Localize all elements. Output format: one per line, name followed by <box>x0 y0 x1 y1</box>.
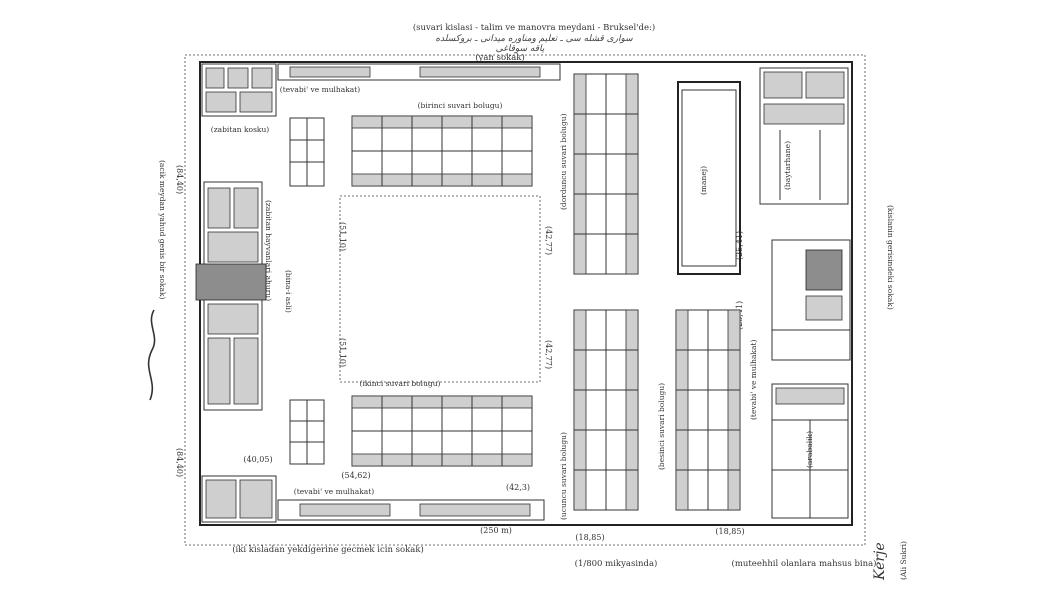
dim-18-85-right: (18,85) <box>715 527 744 536</box>
dim-42-3: (42,3) <box>506 483 530 492</box>
label-dorduncu-bolugu: (dorduncu suvari bolugu) <box>559 113 568 210</box>
dim-84-40-lower: (84,40) <box>175 448 184 477</box>
dim-51-10-upper: (51,10) <box>338 222 347 251</box>
zabitan-kosku-building <box>201 63 277 117</box>
dim-18-85-left: (18,85) <box>575 533 604 542</box>
label-besinci-bolugu: (besinci suvari bolugu) <box>657 383 666 470</box>
dim-54-62: (54,62) <box>341 471 370 480</box>
label-arabalik: (arabalik) <box>805 431 814 468</box>
lower-small-stable <box>289 399 325 465</box>
dim-42-77-lower: (42,77) <box>544 340 553 369</box>
label-zabitan-hayvanlari: (zabitan hayvanlari ahuru) <box>264 200 273 301</box>
second-squadron-block <box>351 395 533 467</box>
label-manej: (manej) <box>699 166 708 195</box>
label-iki-kisla: (iki kisladan yekdigerine gecmek icin so… <box>232 544 424 555</box>
label-tevabi-top: (tevabi' ve mulhakat) <box>280 85 360 94</box>
label-baytarhane: (baytarhane) <box>783 141 792 190</box>
label-bina-i-asli: (bina-i asli) <box>284 270 293 313</box>
right-service-block <box>771 239 851 361</box>
dim-42-77-upper: (42,77) <box>544 226 553 255</box>
ottoman-margin-scribble <box>147 309 156 401</box>
ottoman-title-note: سوارى قشله سى ـ تعليم ومناوره ميدانى ـ ب… <box>435 34 633 44</box>
ottoman-sub-note: ياقه سوقاغى <box>496 44 545 54</box>
training-courtyard <box>339 195 541 383</box>
label-kislanin-gerisi: (kislanin gerisindeki sokak) <box>886 205 895 310</box>
fifth-squadron-block <box>675 309 741 511</box>
first-squadron-block <box>351 115 533 187</box>
dim-25-41-upper: (25,41) <box>735 231 744 260</box>
label-muteehhil: (muteehhil olanlara mahsus bina) <box>732 558 877 569</box>
street-boundary <box>184 54 866 546</box>
dim-51-10-lower: (51,10) <box>338 338 347 367</box>
dim-84-40-upper: (84,40) <box>175 165 184 194</box>
main-building <box>195 181 267 411</box>
label-zabitan-kosku: (zabitan kosku) <box>211 125 270 134</box>
label-tevabi-right: (tevabi' ve mulhakat) <box>749 340 758 420</box>
riding-hall <box>677 81 741 275</box>
veterinary-building <box>759 67 849 205</box>
top-service-strip <box>277 63 561 81</box>
dim-40-05: (40,05) <box>243 455 272 464</box>
plan-title: (suvari kislasi - talim ve manovra meyda… <box>413 22 655 33</box>
label-ikinci-bolugu: (ikinci suvari bolugu) <box>360 379 441 388</box>
third-squadron-block <box>573 309 639 511</box>
label-acik-meydan: (acik meydan yahud genis bir sokak) <box>158 160 167 300</box>
label-mikyas: (1/800 mikyasinda) <box>575 558 658 569</box>
officer-stable <box>289 117 325 187</box>
label-tevabi-bottom: (tevabi' ve mulhakat) <box>294 487 374 496</box>
author-signature: Kerje <box>872 542 888 581</box>
carriage-house <box>771 383 849 519</box>
label-birinci-bolugu: (birinci suvari bolugu) <box>418 101 503 110</box>
dim-250m: (250 m) <box>480 526 512 535</box>
label-yan-sokak: (yan sokak) <box>475 52 525 63</box>
label-ucuncu-bolugu: (ucuncu suvari bolugu) <box>559 432 568 520</box>
fourth-squadron-block <box>573 73 639 275</box>
bottom-service-strip <box>201 475 545 523</box>
label-author: (Ali Sukri) <box>899 541 908 580</box>
